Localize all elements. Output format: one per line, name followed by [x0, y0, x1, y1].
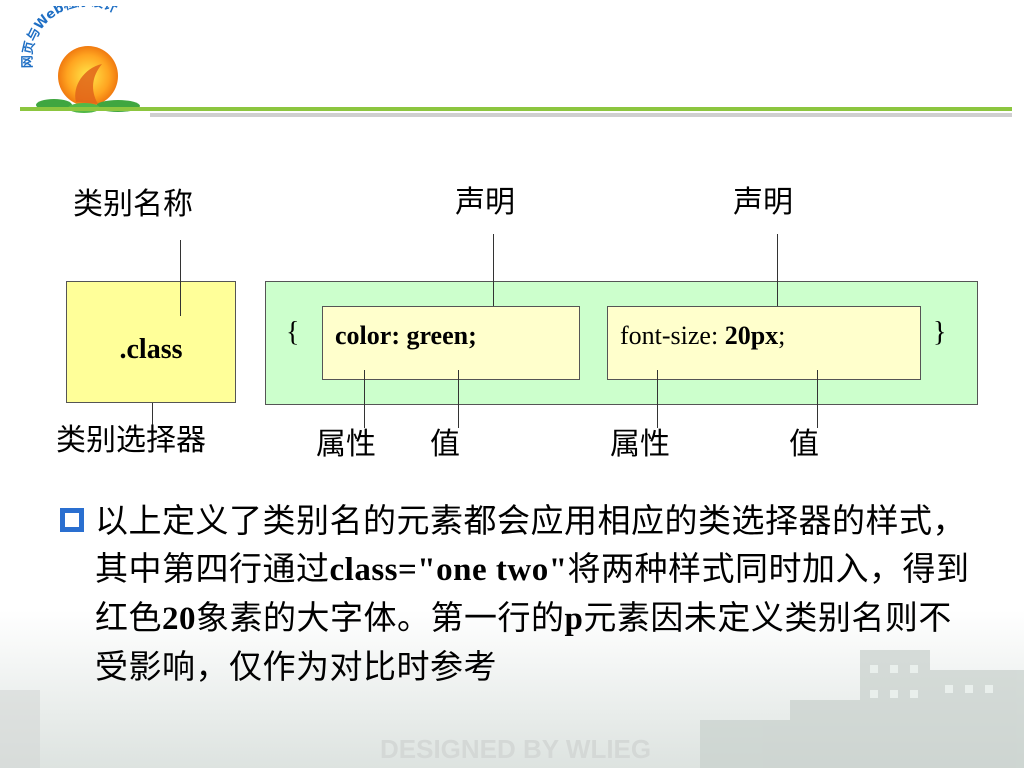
value-label: 值: [430, 427, 460, 462]
paragraph-text: 元素因未定义类别名则不受影响，仅作为对比时参考: [95, 598, 952, 686]
property-label: 属性: [316, 427, 376, 462]
semicolon: ;: [468, 321, 477, 350]
semicolon: ;: [778, 321, 786, 350]
connector-line: [364, 370, 365, 428]
class-selector-text: .class: [119, 334, 183, 365]
property-value: green: [406, 321, 469, 350]
course-logo: 网页与Web程序设计: [20, 6, 140, 113]
paragraph-text: 以上定义了类别名的元素都会应用相应的类选择器的样式，其中第四行通过: [95, 501, 966, 588]
code-inline: p: [564, 601, 584, 637]
declaration-font-size: font-size: 20px;: [607, 306, 921, 380]
value-label: 值: [789, 427, 819, 462]
paragraph-text: 象素的大字体。第一行的: [196, 598, 565, 637]
property-label: 属性: [610, 427, 670, 462]
declaration-label: 声明: [455, 185, 515, 220]
connector-line: [777, 234, 778, 306]
square-bullet-icon: [60, 508, 84, 532]
colon: :: [710, 321, 719, 350]
paragraph-text: 将两种样式同时加入，得到红色: [95, 549, 970, 637]
declaration-label: 声明: [733, 185, 793, 220]
open-brace: {: [286, 317, 300, 348]
colon: :: [391, 321, 400, 350]
connector-line: [152, 403, 153, 431]
connector-line: [458, 370, 459, 428]
property-name: color: [335, 321, 392, 350]
connector-line: [817, 370, 818, 428]
close-brace: }: [933, 317, 947, 348]
class-selector-box: .class: [66, 281, 236, 403]
class-selector-label: 类别选择器: [56, 423, 206, 458]
number-inline: 20: [162, 601, 196, 637]
connector-line: [493, 234, 494, 306]
connector-line: [180, 240, 181, 316]
code-inline: class="one two": [329, 552, 568, 588]
declaration-color: color: green;: [322, 306, 580, 380]
class-name-label: 类别名称: [73, 187, 193, 222]
connector-line: [657, 370, 658, 428]
property-value: 20px: [724, 321, 779, 350]
property-name: font-size: [620, 321, 711, 350]
explanation-paragraph: 以上定义了类别名的元素都会应用相应的类选择器的样式，其中第四行通过class="…: [95, 497, 985, 691]
header-divider: [20, 107, 1012, 117]
watermark-text: DESIGNED BY WLIEG: [380, 734, 651, 764]
